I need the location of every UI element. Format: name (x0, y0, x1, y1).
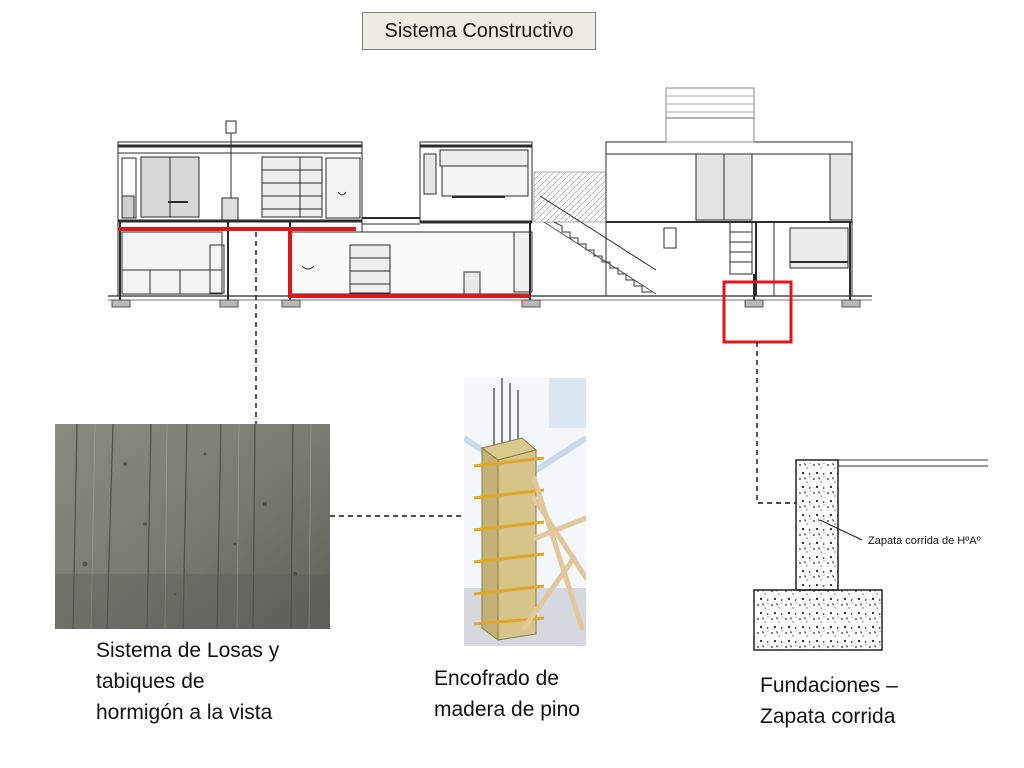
caption-encofrado: Encofrado de madera de pino (434, 663, 580, 725)
timber-formwork-illustration (464, 378, 586, 646)
concrete-wall-photo (55, 424, 330, 629)
caption-fundaciones: Fundaciones – Zapata corrida (760, 670, 898, 732)
page-title: Sistema Constructivo (362, 12, 596, 50)
footing-highlight-box (722, 280, 793, 344)
caption-encofrado-line-2: madera de pino (434, 698, 580, 721)
caption-losas-line-2: tabiques de (96, 670, 205, 693)
caption-encofrado-line-1: Encofrado de (434, 667, 559, 690)
caption-losas-line-3: hormigón a la vista (96, 701, 273, 724)
building-section (108, 87, 872, 308)
caption-fundaciones-line-1: Fundaciones – (760, 674, 898, 697)
caption-losas-line-1: Sistema de Losas y (96, 639, 280, 662)
footing-label: Zapata corrida de HºAº (868, 535, 981, 547)
caption-losas: Sistema de Losas y tabiques de hormigón … (96, 635, 279, 728)
footing-detail: Zapata corrida de HºAº (753, 459, 988, 651)
caption-fundaciones-line-2: Zapata corrida (760, 705, 896, 728)
leader-lines (255, 232, 796, 517)
slab-highlight (118, 227, 530, 298)
